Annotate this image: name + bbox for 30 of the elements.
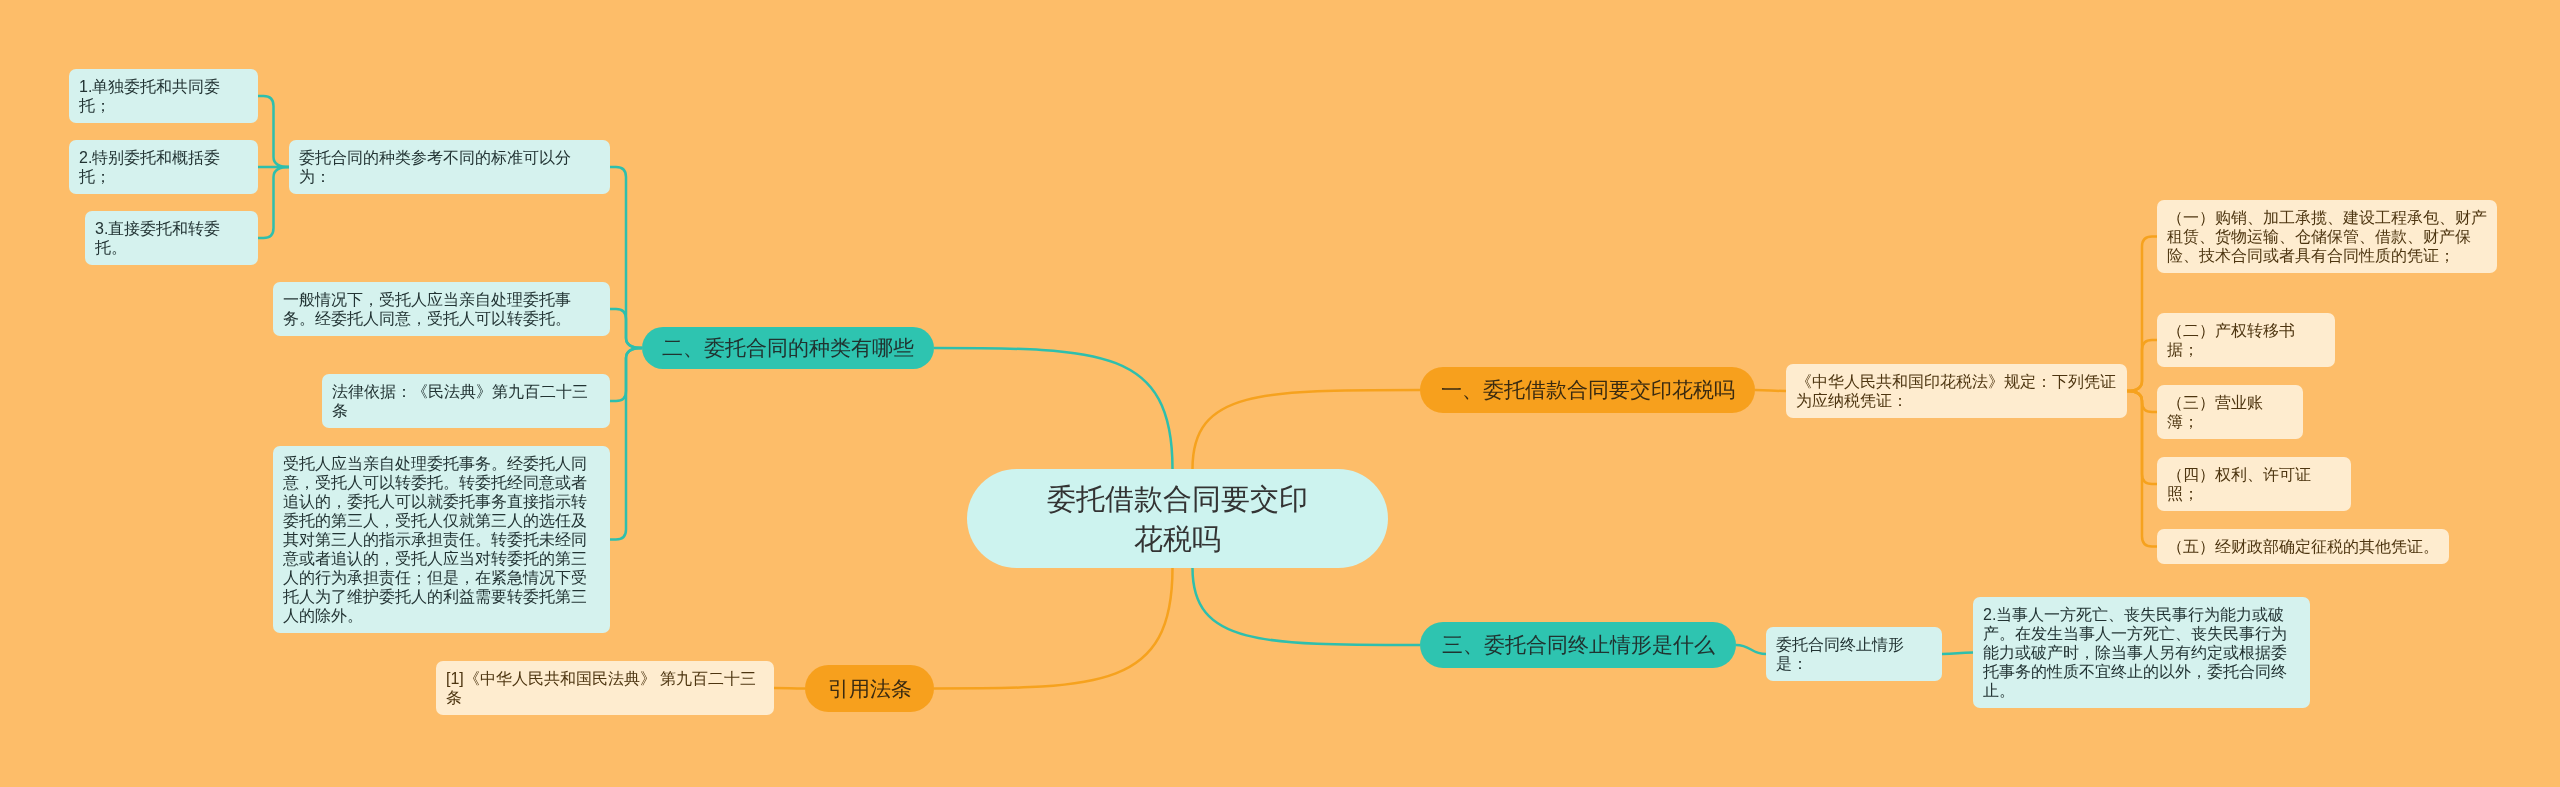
branch-pill: 二、委托合同的种类有哪些 bbox=[642, 327, 934, 369]
branch-pill: 一、委托借款合同要交印花税吗 bbox=[1420, 367, 1755, 413]
leaf-box: 委托合同的种类参考不同的标准可以分为： bbox=[289, 140, 610, 194]
branch-pill: 引用法条 bbox=[805, 665, 934, 712]
connector-line bbox=[1942, 651, 1973, 656]
leaf-box: 《中华人民共和国印花税法》规定：下列凭证为应纳税凭证： bbox=[1786, 364, 2127, 418]
leaf-box: （三）营业账簿； bbox=[2157, 385, 2303, 439]
leaf-box: 受托人应当亲自处理委托事务。经委托人同意，受托人可以转委托。转委托经同意或者追认的，委托人可以就委托事务直接指示转委托的第三人，受托人仅就第三人的选任及其对第三人的指示承担责任。转委托未经同意或者追认的，受托人应当对转委托的第三人的行为承担责任；但是，在紧急情况下受托人为了维护委托人的利益需要转委托第三人的除外。 bbox=[273, 446, 610, 633]
connector-line bbox=[1735, 643, 1767, 656]
leaf-box: 一般情况下，受托人应当亲自处理委托事务。经委托人同意，受托人可以转委托。 bbox=[273, 282, 610, 336]
topic-bubble: 委托借款合同要交印花税吗 bbox=[967, 469, 1388, 568]
leaf-box: [1]《中华人民共和国民法典》 第九百二十三条 bbox=[436, 661, 774, 715]
leaf-box: （四）权利、许可证照； bbox=[2157, 457, 2351, 511]
leaf-box: （一）购销、加工承揽、建设工程承包、财产租赁、货物运输、仓储保管、借款、财产保险、技术合同或者具有合同性质的凭证； bbox=[2157, 200, 2497, 273]
branch-pill: 三、委托合同终止情形是什么 bbox=[1420, 622, 1736, 668]
leaf-box: 3.直接委托和转委托。 bbox=[85, 211, 258, 265]
connector-line bbox=[1755, 388, 1786, 393]
leaf-box: 委托合同终止情形是： bbox=[1766, 627, 1942, 681]
leaf-box: 2.当事人一方死亡、丧失民事行为能力或破产。在发生当事人一方死亡、丧失民事行为能力或破产时，除当事人另有约定或根据委托事务的性质不宜终止的以外，委托合同终止。 bbox=[1973, 597, 2310, 708]
leaf-box: 2.特别委托和概括委托； bbox=[69, 140, 258, 194]
connector-line bbox=[1191, 388, 1420, 470]
connector-line bbox=[610, 346, 643, 541]
leaf-box: （五）经财政部确定征税的其他凭证。 bbox=[2157, 529, 2449, 564]
leaf-box: （二）产权转移书据； bbox=[2157, 313, 2335, 367]
leaf-box: 1.单独委托和共同委托； bbox=[69, 69, 258, 123]
connector-line bbox=[1191, 567, 1420, 647]
connector-line bbox=[934, 346, 1174, 470]
leaf-box: 法律依据：《民法典》第九百二十三条 bbox=[322, 374, 610, 428]
connector-line bbox=[774, 686, 805, 690]
connector-line bbox=[934, 567, 1174, 690]
